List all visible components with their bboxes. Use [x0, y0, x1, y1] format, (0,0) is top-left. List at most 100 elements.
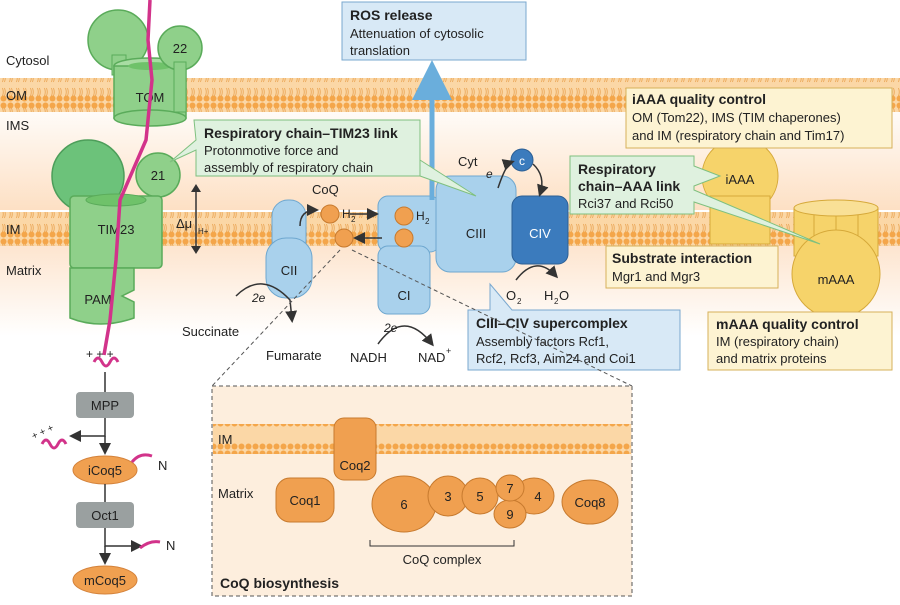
coq8-label: Coq8	[574, 495, 605, 510]
iaaa-label: iAAA	[726, 172, 755, 187]
coq-biosynthesis-title: CoQ biosynthesis	[220, 575, 339, 591]
coq1-label: Coq1	[289, 493, 320, 508]
ros-line-1: Attenuation of cytosolic	[350, 26, 484, 41]
complex-iii: CIII	[435, 175, 517, 273]
maaa-protease: mAAA	[791, 199, 881, 319]
delta-mu-label: Δμ	[176, 216, 192, 231]
coq-h2-ci: H	[416, 209, 425, 223]
iaaa-protease: iAAA	[701, 137, 779, 245]
n-terminus-1: N	[158, 458, 167, 473]
coq7-label: 7	[506, 481, 513, 496]
coq-complex-label: CoQ complex	[403, 552, 482, 567]
nadh-label: NADH	[350, 350, 387, 365]
coq2-protein: Coq2	[333, 417, 377, 481]
cii-2e: 2e	[251, 291, 266, 305]
delta-mu-sub: H+	[198, 227, 209, 236]
oct1-label: Oct1	[91, 508, 118, 523]
iaaa-qc-line-2: and IM (respiratory chain and Tim17)	[632, 128, 844, 143]
inset-im-label: IM	[218, 432, 232, 447]
supercomplex-box: CIII–CIV supercomplex Assembly factors R…	[467, 282, 681, 371]
tim21-label: 21	[151, 168, 165, 183]
o2-label: O	[506, 288, 516, 303]
h2o-tail: O	[559, 288, 569, 303]
h2o-sub: 2	[554, 297, 559, 306]
coq-molecule-4	[394, 228, 414, 248]
substrate-line-1: Mgr1 and Mgr3	[612, 269, 700, 284]
presequence-charges: + + +	[86, 347, 114, 361]
maaa-qc-box: mAAA quality control IM (respiratory cha…	[707, 311, 893, 371]
coq-h2-ci-sub: 2	[425, 217, 430, 226]
succinate-label: Succinate	[182, 324, 239, 339]
inset-membrane	[213, 424, 631, 454]
label-cytosol: Cytosol	[6, 53, 49, 68]
oct1-box: Oct1	[76, 502, 134, 528]
coq8-protein: Coq8	[561, 479, 619, 525]
coq9-label: 9	[506, 507, 513, 522]
coq-h2-sub: 2	[351, 215, 356, 224]
tom22-label: 22	[173, 41, 187, 56]
cii-label: CII	[281, 263, 298, 278]
maaa-qc-line-1: IM (respiratory chain)	[716, 334, 839, 349]
coq3-label: 3	[444, 489, 451, 504]
tom22-subunit: 22	[157, 25, 203, 113]
delta-mu-indicator: Δμ H+	[176, 184, 209, 254]
icoq5-label: iCoq5	[88, 463, 122, 478]
electron-label: e	[486, 167, 493, 181]
coq-molecule-3	[394, 206, 414, 226]
coq-biosynthesis-panel: IM Matrix Coq1 Coq2 6 3 5 7 4 9 Coq8	[211, 385, 633, 597]
aaa-link-line-1: Rci37 and Rci50	[578, 196, 673, 211]
tim23-link-line-1: Protonmotive force and	[204, 143, 338, 158]
tim23-link-line-2: assembly of respiratory chain	[204, 160, 373, 175]
coq6-label: 6	[400, 497, 407, 512]
nad-label: NAD	[418, 350, 445, 365]
supercomplex-line-2: Rcf2, Rcf3, Aim24 and Coi1	[476, 351, 636, 366]
presequence-coil	[92, 356, 120, 368]
maaa-qc-line-2: and matrix proteins	[716, 351, 827, 366]
iaaa-qc-box: iAAA quality control OM (Tom22), IMS (TI…	[625, 87, 893, 149]
iaaa-qc-title: iAAA quality control	[632, 91, 766, 107]
tim23-label: TIM23	[98, 222, 135, 237]
supercomplex-line-1: Assembly factors Rcf1,	[476, 334, 609, 349]
ros-line-2: translation	[350, 43, 410, 58]
ros-title: ROS release	[350, 7, 433, 23]
coq-molecule-2	[334, 228, 354, 248]
mcoq5-label: mCoq5	[84, 573, 126, 588]
coq5-label: 5	[476, 489, 483, 504]
coq-h2: H	[342, 207, 351, 221]
coq1-protein: Coq1	[275, 477, 335, 523]
aaa-link-title-2: chain–AAA link	[578, 178, 680, 194]
pam-complex: PAM	[69, 267, 135, 325]
icoq5-protein: iCoq5	[72, 455, 138, 485]
label-om: OM	[6, 88, 27, 103]
civ-label: CIV	[529, 226, 551, 241]
precursor-chain	[102, 0, 154, 356]
fumarate-label: Fumarate	[266, 348, 322, 363]
coq-molecule	[320, 204, 340, 224]
inset-matrix-label: Matrix	[218, 486, 254, 501]
o2-sub: 2	[517, 297, 522, 306]
ros-box: ROS release Attenuation of cytosolic tra…	[341, 1, 527, 61]
maaa-label: mAAA	[818, 272, 855, 287]
ci-2e: 2e	[383, 321, 398, 335]
cleaved-charges: + + +	[30, 423, 56, 443]
tim23-complex: TIM23 21	[51, 139, 181, 269]
tim23-link-box: Respiratory chain–TIM23 link Protonmotiv…	[169, 119, 477, 197]
ci-label: CI	[398, 288, 411, 303]
coq4-label: 4	[534, 489, 541, 504]
ciii-label: CIII	[466, 226, 486, 241]
h2o-label: H	[544, 288, 553, 303]
cyt-c-label: c	[519, 154, 525, 168]
pam-label: PAM	[84, 292, 111, 307]
label-ims: IMS	[6, 118, 29, 133]
complex-ii: CII	[265, 199, 313, 299]
coq2-label: Coq2	[339, 458, 370, 473]
mpp-box: MPP	[76, 392, 134, 418]
coq-complex: 6 3 5 7 4 9	[371, 474, 555, 533]
tim23-link-title: Respiratory chain–TIM23 link	[204, 125, 398, 141]
aaa-link-title-1: Respiratory	[578, 161, 656, 177]
coq-label: CoQ	[312, 182, 339, 197]
mpp-label: MPP	[91, 398, 119, 413]
aaa-link-box: Respiratory chain–AAA link Rci37 and Rci…	[569, 155, 821, 245]
cyt-label: Cyt	[458, 154, 478, 169]
